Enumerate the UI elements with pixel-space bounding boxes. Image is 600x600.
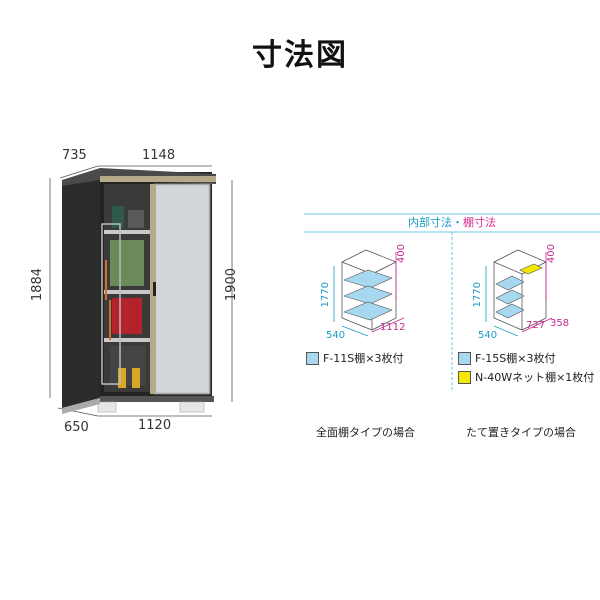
top-depth-label: 735 [62,148,87,163]
interior-header: 内部寸法・棚寸法 [304,214,600,230]
right-legend-item-net: N-40Wネット棚×1枚付 [458,369,594,385]
left-legend-item: F-11S棚×3枚付 [306,350,404,366]
dimension-lines [49,165,233,417]
right-top-label: 400 [546,244,557,264]
shelf-swatch-icon [306,351,319,365]
left-caption: 全面棚タイプの場合 [316,426,415,439]
bottom-width-label: 1120 [138,418,172,433]
header-interior-label: 内部寸法 [408,216,452,229]
shelf-swatch-icon [458,351,471,365]
header-separator: ・ [452,216,463,229]
right-width-b-label: 358 [550,318,570,329]
page-title: 寸法図 [252,38,348,73]
left-width-label: 1112 [380,322,406,333]
shed-side-panel [62,170,100,408]
shed-base [100,396,214,402]
net-shelf-swatch-icon [458,370,471,384]
top-width-label: 1148 [142,148,176,163]
right-legend-label-shelf: F-15S棚×3枚付 [475,352,556,365]
right-height-interior-label: 1770 [472,282,483,308]
right-caption: たて置きタイプの場合 [466,426,576,439]
header-shelf-label: 棚寸法 [463,216,496,229]
right-width-a-label: 727 [526,320,546,331]
right-legend-item-shelf: F-15S棚×3枚付 [458,350,556,366]
door-handle [153,282,156,296]
right-legend-label-net: N-40Wネット棚×1枚付 [475,371,595,384]
right-depth-label: 540 [478,330,498,341]
left-legend-label: F-11S棚×3枚付 [323,352,404,365]
bottom-depth-label: 650 [64,420,89,435]
left-depth-label: 540 [326,330,346,341]
